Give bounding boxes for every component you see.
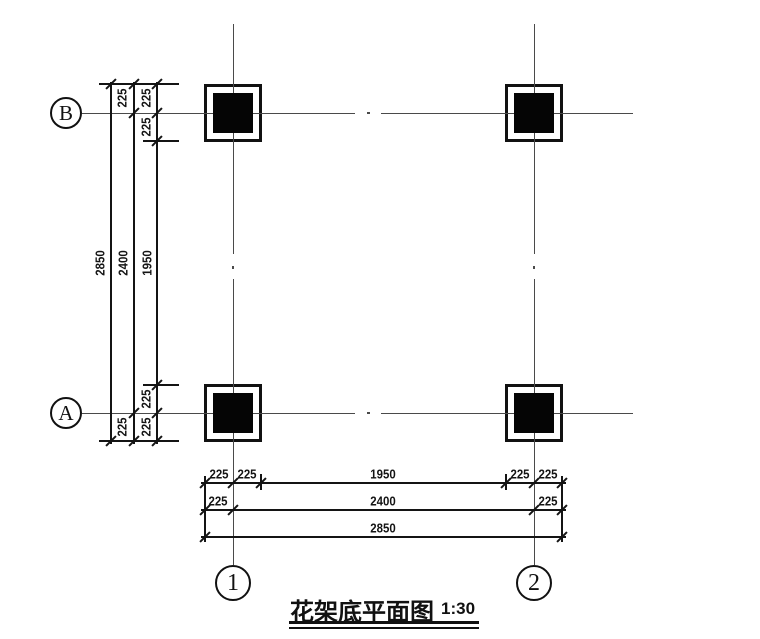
dim-label: 225 (208, 493, 228, 509)
dim-label: 225 (538, 466, 558, 482)
dim-label: 225 (114, 417, 130, 437)
title-underline-thin (289, 627, 479, 629)
column-core-b1 (213, 93, 253, 133)
dim-label: 2400 (370, 493, 396, 509)
dim-label: 225 (237, 466, 257, 482)
dim-label: 1950 (139, 250, 155, 276)
dim-label: 2850 (370, 520, 396, 536)
grid-bubble-1: 1 (215, 565, 251, 601)
grid-label-1: 1 (227, 569, 239, 596)
dim-label: 225 (510, 466, 530, 482)
dim-label: 2850 (92, 250, 108, 276)
dim-label: 225 (138, 389, 154, 409)
grid-bubble-a: A (50, 397, 82, 429)
dim-label: 225 (138, 88, 154, 108)
grid-label-a: A (58, 400, 74, 425)
grid-bubble-2: 2 (516, 565, 552, 601)
column-core-a1 (213, 393, 253, 433)
dim-label: 225 (138, 417, 154, 437)
dim-label: 225 (138, 117, 154, 137)
grid-label-2: 2 (528, 569, 540, 596)
dim-label: 1950 (370, 466, 396, 482)
dim-label: 225 (209, 466, 229, 482)
column-core-a2 (514, 393, 554, 433)
grid-bubble-b: B (50, 97, 82, 129)
drawing-scale: 1:30 (441, 599, 476, 618)
dim-label: 2400 (115, 250, 131, 276)
title-underline-thick (289, 621, 479, 624)
grid-label-b: B (58, 100, 73, 125)
column-core-b2 (514, 93, 554, 133)
dim-label: 225 (538, 493, 558, 509)
dim-label: 225 (114, 88, 130, 108)
